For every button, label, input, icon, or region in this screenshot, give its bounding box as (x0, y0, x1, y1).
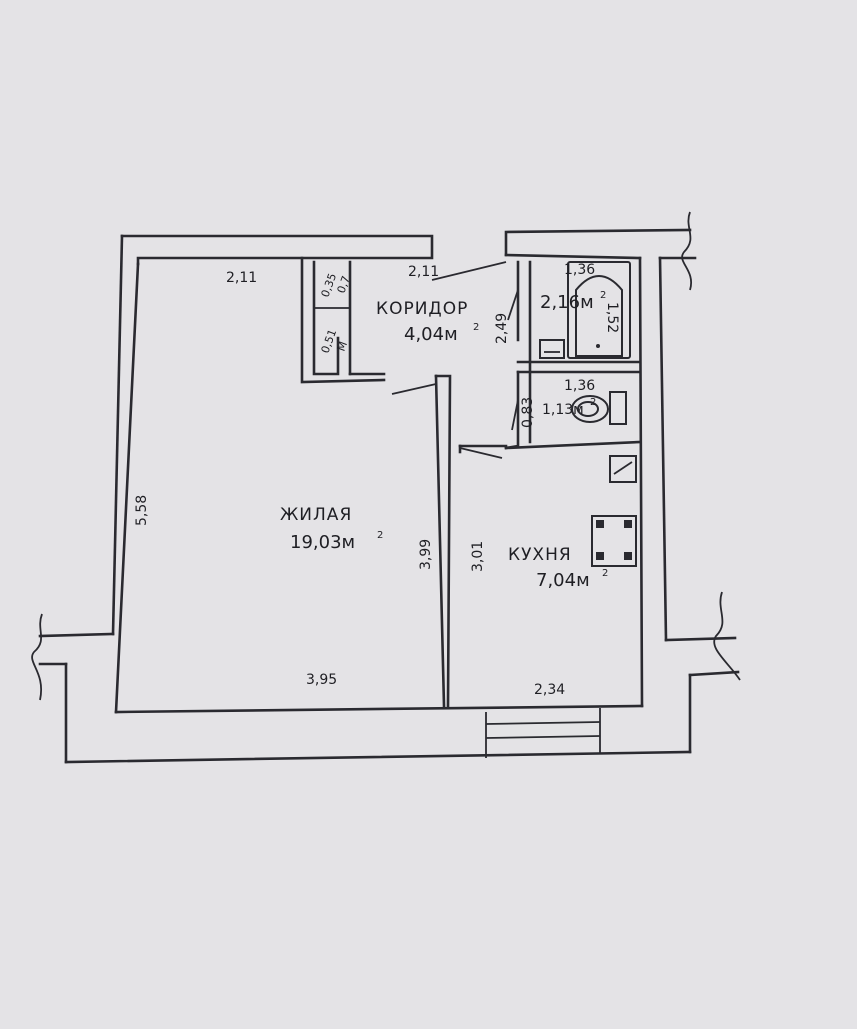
living-room-name: ЖИЛАЯ (280, 505, 352, 525)
bath-sink-icon (539, 339, 565, 359)
dim-bath-side: 1,52 (604, 302, 620, 333)
dim-corridor-top: 2,11 (408, 264, 439, 280)
bath-area-sup: 2 (600, 290, 606, 301)
dim-closet-bottom: 0,51 (319, 328, 340, 355)
dim-bath-top: 1,36 (564, 262, 595, 278)
corridor-area-sup: 2 (473, 322, 479, 333)
corridor-area: 4,04м (404, 324, 458, 345)
outer-walls (38, 228, 740, 764)
toilet-area-sup: 2 (590, 397, 596, 408)
dim-toilet-top: 1,36 (564, 378, 595, 394)
toilet-area: 1,13м (542, 402, 584, 418)
stove-icon (591, 515, 637, 567)
kitchen-name: КУХНЯ (508, 545, 572, 565)
bathtub-icon (567, 261, 631, 359)
toilet-icon (571, 391, 627, 425)
dim-kitchen-bottom: 2,34 (534, 682, 565, 698)
corridor-name: КОРИДОР (376, 299, 468, 319)
kitchen-area: 7,04м (536, 570, 590, 591)
dim-living-top: 2,11 (226, 270, 257, 286)
wall-break-symbols (31, 211, 741, 701)
interior-walls (300, 256, 642, 708)
door-swings (391, 261, 519, 459)
dim-toilet-side: 0,83 (520, 397, 536, 428)
living-room-area: 19,03м (290, 532, 355, 553)
entrance-steps (485, 708, 601, 758)
dim-living-right: 3,99 (418, 539, 434, 570)
dim-kitchen-left: 3,01 (470, 541, 486, 572)
dim-living-bottom: 3,95 (306, 672, 337, 688)
bath-area: 2,16м (540, 292, 594, 313)
dim-closet-top-b: 0,7 (335, 274, 353, 295)
dim-closet-bottom-b: M (335, 340, 350, 353)
dim-living-left: 5,58 (134, 495, 150, 526)
living-room-area-sup: 2 (377, 530, 383, 541)
kitchen-area-sup: 2 (602, 568, 608, 579)
kitchen-sink-icon (609, 455, 637, 483)
dim-corridor-side: 2,49 (494, 313, 510, 344)
